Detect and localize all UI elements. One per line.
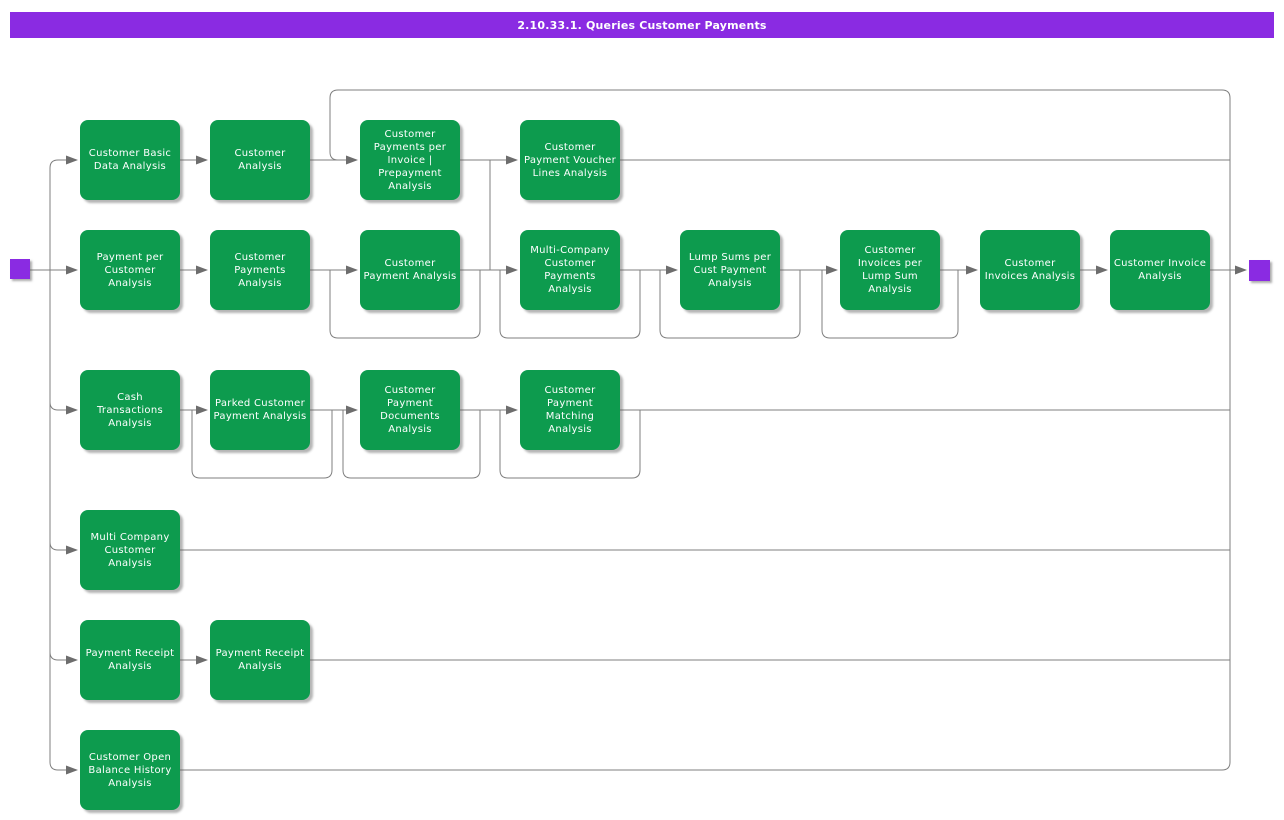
connector-line: [342, 410, 481, 479]
node-multi-company-customer-payments-analysis[interactable]: Multi-Company Customer Payments Analysis: [520, 230, 620, 310]
arrowhead-icon: [66, 265, 78, 275]
arrowhead-icon: [1235, 265, 1247, 275]
arrowhead-icon: [66, 405, 78, 415]
connector-line: [499, 270, 641, 339]
node-payment-per-customer-analysis[interactable]: Payment per Customer Analysis: [80, 230, 180, 310]
diagram-title-bar: 2.10.33.1. Queries Customer Payments: [10, 12, 1274, 38]
node-cash-transactions-analysis[interactable]: Cash Transactions Analysis: [80, 370, 180, 450]
node-customer-invoices-analysis[interactable]: Customer Invoices Analysis: [980, 230, 1080, 310]
connector-line: [49, 401, 66, 411]
connector-line: [499, 410, 641, 479]
arrowhead-icon: [666, 265, 678, 275]
connector-line: [329, 270, 481, 339]
connector-line: [659, 270, 801, 339]
node-payment-receipt-analysis-1[interactable]: Payment Receipt Analysis: [80, 620, 180, 700]
arrowhead-icon: [196, 265, 208, 275]
node-multi-company-customer-analysis[interactable]: Multi Company Customer Analysis: [80, 510, 180, 590]
arrowhead-icon: [1096, 265, 1108, 275]
diagram-title: 2.10.33.1. Queries Customer Payments: [517, 18, 767, 32]
connector-line: [49, 541, 66, 551]
start-marker: [10, 259, 30, 279]
node-customer-payment-voucher-lines-analysis[interactable]: Customer Payment Voucher Lines Analysis: [520, 120, 620, 200]
node-customer-invoices-per-lump-sum-analysis[interactable]: Customer Invoices per Lump Sum Analysis: [840, 230, 940, 310]
arrowhead-icon: [826, 265, 838, 275]
node-customer-payment-analysis[interactable]: Customer Payment Analysis: [360, 230, 460, 310]
connector-line: [49, 159, 66, 270]
connector-line: [49, 270, 66, 771]
node-customer-basic-data-analysis[interactable]: Customer Basic Data Analysis: [80, 120, 180, 200]
arrowhead-icon: [196, 405, 208, 415]
arrowhead-icon: [506, 155, 518, 165]
node-customer-open-balance-history-analysis[interactable]: Customer Open Balance History Analysis: [80, 730, 180, 810]
end-marker: [1249, 260, 1270, 281]
arrowhead-icon: [66, 155, 78, 165]
arrowhead-icon: [196, 655, 208, 665]
connector-line: [329, 89, 1231, 771]
node-customer-payment-matching-analysis[interactable]: Customer Payment Matching Analysis: [520, 370, 620, 450]
connector-line: [49, 651, 66, 661]
arrowhead-icon: [506, 405, 518, 415]
node-parked-customer-payment-analysis[interactable]: Parked Customer Payment Analysis: [210, 370, 310, 450]
arrowhead-icon: [196, 155, 208, 165]
connector-line: [191, 410, 333, 479]
arrowhead-icon: [966, 265, 978, 275]
node-lump-sums-per-cust-payment-analysis[interactable]: Lump Sums per Cust Payment Analysis: [680, 230, 780, 310]
arrowhead-icon: [66, 655, 78, 665]
arrowhead-icon: [346, 155, 358, 165]
arrowhead-icon: [346, 265, 358, 275]
node-payment-receipt-analysis-2[interactable]: Payment Receipt Analysis: [210, 620, 310, 700]
node-customer-payments-per-invoice-prepayment-analysis[interactable]: Customer Payments per Invoice | Prepayme…: [360, 120, 460, 200]
arrowhead-icon: [506, 265, 518, 275]
arrowhead-icon: [66, 545, 78, 555]
node-customer-invoice-analysis[interactable]: Customer Invoice Analysis: [1110, 230, 1210, 310]
arrowhead-icon: [66, 765, 78, 775]
node-customer-payments-analysis[interactable]: Customer Payments Analysis: [210, 230, 310, 310]
node-customer-analysis[interactable]: Customer Analysis: [210, 120, 310, 200]
connector-line: [821, 270, 959, 339]
arrowhead-icon: [346, 405, 358, 415]
node-customer-payment-documents-analysis[interactable]: Customer Payment Documents Analysis: [360, 370, 460, 450]
